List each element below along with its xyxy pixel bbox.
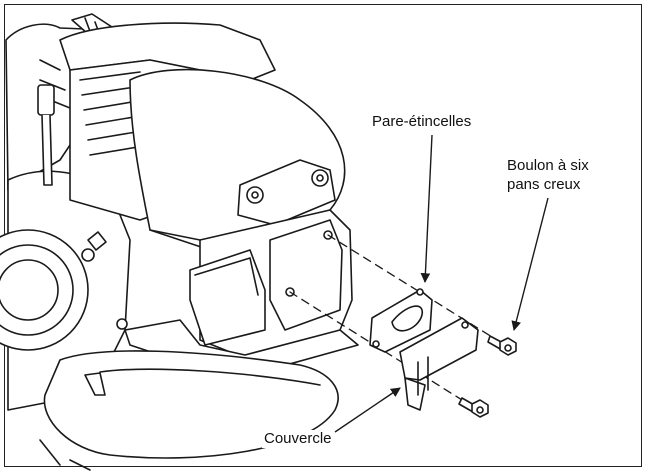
hex-bolt-upper <box>487 335 517 356</box>
cover-part <box>399 317 479 411</box>
spark-arrester-part <box>369 288 433 353</box>
arrow-bolt <box>511 197 549 331</box>
hex-bolt-lower <box>458 397 489 418</box>
muffler <box>124 209 359 376</box>
label-spark-arrester: Pare-étincelles <box>370 113 474 131</box>
fuel-tank <box>39 350 339 471</box>
cylinder-cover <box>59 22 346 251</box>
arrow-spark-arrester <box>420 134 433 283</box>
label-hex-bolt-line1: Boulon à six <box>507 157 589 174</box>
arrow-cover <box>334 387 401 433</box>
label-cover: Couvercle <box>262 430 334 448</box>
primer-tube <box>37 84 55 186</box>
label-hex-bolt: Boulon à six pans creux <box>505 156 591 194</box>
label-hex-bolt-line2: pans creux <box>507 176 581 193</box>
